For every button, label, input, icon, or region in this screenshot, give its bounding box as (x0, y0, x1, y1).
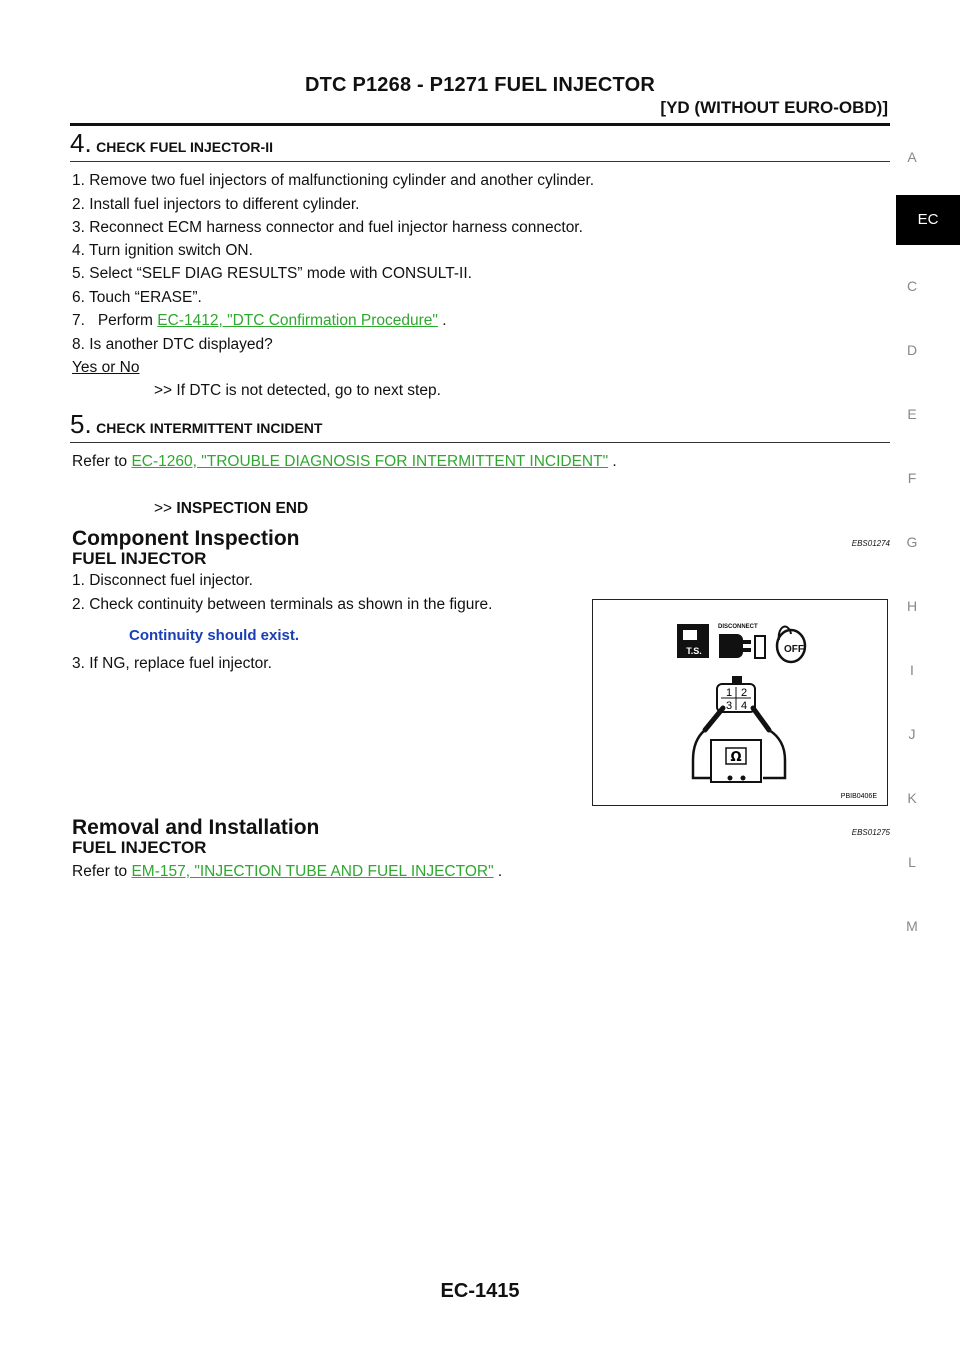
side-index-ec-active[interactable]: EC (896, 195, 960, 245)
side-index-l[interactable]: L (908, 854, 916, 870)
page-number: EC-1415 (440, 1280, 520, 1302)
removal-installation-code: EBS01275 (851, 828, 890, 837)
svg-text:T.S.: T.S. (686, 646, 702, 656)
section-5-rule (70, 442, 890, 443)
side-index-i[interactable]: I (910, 662, 914, 678)
continuity-diagram: T.S. DISCONNECT OFF 1 2 3 4 (677, 624, 878, 800)
step-3: 3. Reconnect ECM harness connector and f… (72, 219, 583, 236)
removal-installation-subheading: FUEL INJECTOR (72, 838, 207, 857)
step-4: 4. Turn ignition switch ON. (72, 242, 253, 259)
side-index-j[interactable]: J (908, 726, 916, 742)
component-inspection-code: EBS01274 (851, 539, 890, 548)
dtc-confirmation-link[interactable]: EC-1412, "DTC Confirmation Procedure" (157, 312, 438, 329)
component-step-2: 2. Check continuity between terminals as… (72, 596, 493, 613)
section-5-number: 5. (70, 409, 92, 439)
svg-text:3: 3 (726, 700, 732, 712)
side-index-d[interactable]: D (906, 342, 918, 358)
intermittent-incident-link[interactable]: EC-1260, "TROUBLE DIAGNOSIS FOR INTERMIT… (131, 453, 609, 470)
ts-icon: T.S. (677, 624, 709, 658)
side-index-f[interactable]: F (907, 470, 917, 486)
step-1: 1. Remove two fuel injectors of malfunct… (72, 172, 595, 189)
section-4-title: CHECK FUEL INJECTOR-II (96, 139, 273, 155)
removal-installation-heading: Removal and Installation (72, 816, 320, 839)
page-title: DTC P1268 - P1271 FUEL INJECTOR (304, 74, 656, 96)
side-index-e[interactable]: E (907, 406, 917, 422)
ohmmeter-icon: Ω (710, 739, 762, 783)
svg-text:OFF: OFF (784, 644, 804, 655)
svg-text:Ω: Ω (730, 750, 741, 765)
side-index-a[interactable]: A (907, 149, 917, 165)
section-4-heading: 4. CHECK FUEL INJECTOR-II (70, 128, 273, 159)
yes-or-no-label: Yes or No (72, 359, 140, 376)
section-5-title: CHECK INTERMITTENT INCIDENT (96, 420, 323, 436)
section-4-result: >> If DTC is not detected, go to next st… (154, 382, 441, 399)
svg-text:DISCONNECT: DISCONNECT (718, 624, 758, 630)
meter-leads (691, 705, 787, 780)
removal-refer: Refer to EM-157, "INJECTION TUBE AND FUE… (72, 863, 503, 880)
side-index-k[interactable]: K (907, 790, 917, 806)
step-5: 5. Select “SELF DIAG RESULTS” mode with … (72, 265, 472, 282)
component-step-1: 1. Disconnect fuel injector. (72, 572, 253, 589)
section-4-rule (70, 161, 890, 162)
side-index-h[interactable]: H (906, 598, 918, 614)
step-7: 7. Perform EC-1412, "DTC Confirmation Pr… (72, 312, 447, 329)
section-5-heading: 5. CHECK INTERMITTENT INCIDENT (70, 409, 322, 440)
svg-text:1: 1 (726, 687, 732, 699)
section-5-result: >> INSPECTION END (154, 500, 309, 517)
disconnect-icon: DISCONNECT (718, 624, 766, 659)
header-divider (70, 123, 890, 126)
continuity-figure: T.S. DISCONNECT OFF 1 2 3 4 (592, 599, 888, 806)
component-inspection-heading: Component Inspection (72, 527, 300, 550)
step-6: 6. Touch “ERASE”. (72, 289, 202, 306)
continuity-spec: Continuity should exist. (129, 627, 300, 644)
ignition-off-icon: OFF (775, 625, 807, 664)
figure-code: PBIB0406E (841, 793, 878, 800)
side-index-m[interactable]: M (906, 918, 918, 934)
injection-tube-link[interactable]: EM-157, "INJECTION TUBE AND FUEL INJECTO… (131, 863, 494, 880)
section-5-refer: Refer to EC-1260, "TROUBLE DIAGNOSIS FOR… (72, 453, 617, 470)
side-index-g[interactable]: G (906, 534, 918, 550)
side-index-c[interactable]: C (906, 278, 918, 294)
page-subtitle: [YD (WITHOUT EURO-OBD)] (660, 98, 888, 117)
injector-connector: 1 2 3 4 (716, 676, 756, 713)
svg-text:2: 2 (741, 687, 747, 699)
step-2: 2. Install fuel injectors to different c… (72, 196, 360, 213)
section-4-number: 4. (70, 128, 92, 158)
component-step-3: 3. If NG, replace fuel injector. (72, 655, 272, 672)
step-8: 8. Is another DTC displayed? (72, 336, 273, 353)
component-inspection-subheading: FUEL INJECTOR (72, 549, 207, 568)
svg-text:4: 4 (741, 700, 747, 712)
